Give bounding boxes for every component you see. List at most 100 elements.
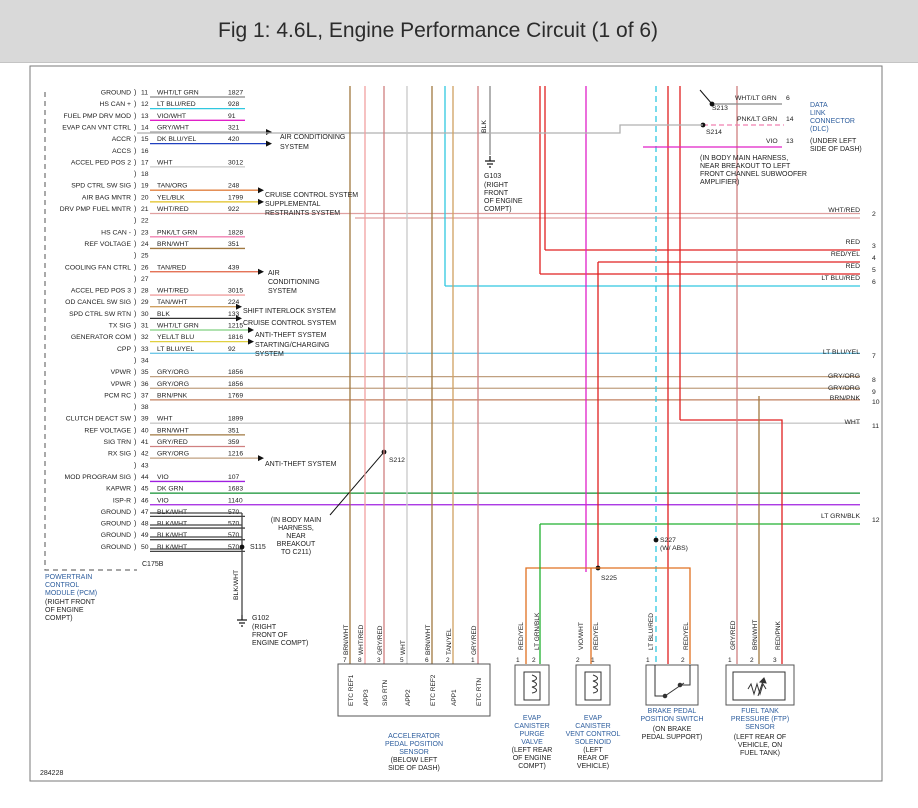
arrow-icon xyxy=(248,327,254,333)
s213-pointer xyxy=(699,89,713,105)
pcm-pin-bracket: ) xyxy=(134,404,136,411)
right-ref-number: 5 xyxy=(872,267,876,274)
pcm-pin-name: SPD CTRL SW SIG xyxy=(71,183,131,190)
pcm-pin-bracket: ) xyxy=(134,218,136,225)
brake-label: BRAKE PEDAL xyxy=(648,708,697,715)
vent-pin-number: 1 xyxy=(591,657,595,664)
pcm-circuit-number: 1799 xyxy=(228,194,243,201)
pcm-pin-bracket: ) xyxy=(134,334,136,341)
brake-switch-icon xyxy=(654,665,691,699)
vent-location: (LEFT xyxy=(583,747,603,754)
app-wire-label: GRY/RED xyxy=(377,625,384,655)
right-ref-number: 8 xyxy=(872,377,876,384)
s212-label: S212 xyxy=(389,457,405,464)
pcm-pin-bracket: ) xyxy=(134,276,136,283)
pcm-wire-color: WHT/RED xyxy=(157,206,189,213)
s212-note: NEAR xyxy=(286,533,305,540)
app-wire-label: BRN/WHT xyxy=(425,625,432,655)
pcm-pin-bracket: ) xyxy=(134,486,136,493)
g103-label: G103 xyxy=(484,173,501,180)
arrow-icon xyxy=(258,268,264,275)
pcm-pin-bracket: ) xyxy=(134,497,136,504)
brake-label: POSITION SWITCH xyxy=(641,716,704,723)
pcm-wire-color: BLK/WHT xyxy=(157,544,187,551)
arrow-icon xyxy=(236,303,242,310)
pcm-wire-color: TAN/RED xyxy=(157,264,186,271)
pcm-pin-name: GROUND xyxy=(101,544,131,551)
app-wire-label: BRN/WHT xyxy=(343,625,350,655)
pcm-wire-color: GRY/ORG xyxy=(157,369,189,376)
pcm-pin-bracket: ) xyxy=(134,462,136,469)
app-label: ACCELERATOR xyxy=(388,733,440,740)
pcm-pin-bracket: ) xyxy=(134,253,136,260)
ftp-wire-label: BRN/WHT xyxy=(752,620,759,650)
pcm-wire-color: BRN/WHT xyxy=(157,241,189,248)
s212-note: TO C211) xyxy=(281,549,311,556)
pcm-pin-bracket: ) xyxy=(134,323,136,330)
pcm-pin-number: 40 xyxy=(141,427,149,434)
vent-solenoid-coil-icon xyxy=(584,671,602,701)
ftp-label: PRESSURE (FTP) xyxy=(731,716,789,723)
app-pin-label: ETC REF2 xyxy=(430,674,437,706)
arrow-icon xyxy=(258,455,264,462)
right-ref-wire-label: BRN/PNK xyxy=(830,395,861,402)
pcm-pin-bracket: ) xyxy=(134,544,136,551)
pcm-pin-name: TX SIG xyxy=(109,323,131,330)
pcm-pin-bracket: ) xyxy=(134,381,136,388)
system-ref-ac: AIR CONDITIONING xyxy=(280,134,345,141)
pcm-label-3: MODULE (PCM) xyxy=(45,590,97,597)
pcm-pin-row: )18 xyxy=(134,171,149,178)
wire-layer xyxy=(137,86,860,664)
brake-wire-label: RED/YEL xyxy=(683,622,690,650)
app-pin-number: 1 xyxy=(471,657,475,664)
purge-pin-number: 1 xyxy=(516,657,520,664)
diagram-frame xyxy=(29,65,883,782)
dlc-wire-label: VIO xyxy=(766,138,778,145)
pcm-circuit-number: 351 xyxy=(228,241,240,248)
pcm-pin-name: KAPWR xyxy=(106,486,131,493)
g103-desc: FRONT xyxy=(484,190,509,197)
pcm-pin-name: HS CAN + xyxy=(99,101,131,108)
arrow-icon xyxy=(266,128,272,135)
pcm-pin-number: 13 xyxy=(141,113,149,120)
pcm-pin-name: GROUND xyxy=(101,521,131,528)
brake-switch-box xyxy=(645,664,699,706)
app-pin-number: 7 xyxy=(343,657,347,664)
app-pin-label: ETC RTN xyxy=(476,678,483,706)
purge-location: OF ENGINE xyxy=(513,755,552,762)
s214-label: S214 xyxy=(706,129,722,136)
pcm-pin-number: 47 xyxy=(141,509,149,516)
pcm-wire-color: WHT/RED xyxy=(157,288,189,295)
vent-location: VEHICLE) xyxy=(577,763,609,770)
pcm-pin-name: VPWR xyxy=(111,381,131,388)
dlc-note: NEAR BREAKOUT TO LEFT xyxy=(700,163,791,170)
pcm-outline xyxy=(44,92,137,571)
pcm-pin-number: 48 xyxy=(141,521,149,528)
purge-label: PURGE xyxy=(520,731,545,738)
pcm-pin-name: RX SIG xyxy=(108,451,131,458)
pcm-pin-name: CLUTCH DEACT SW xyxy=(66,416,132,423)
pcm-pin-bracket: ) xyxy=(134,311,136,318)
app-label: SENSOR xyxy=(399,749,429,756)
pcm-pin-number: 38 xyxy=(141,404,149,411)
g103-wire-label: BLK xyxy=(481,120,488,133)
pcm-pin-number: 23 xyxy=(141,229,149,236)
pcm-circuit-number: 1816 xyxy=(228,334,243,341)
pcm-pin-bracket: ) xyxy=(134,521,136,528)
pcm-pin-number: 37 xyxy=(141,392,149,399)
